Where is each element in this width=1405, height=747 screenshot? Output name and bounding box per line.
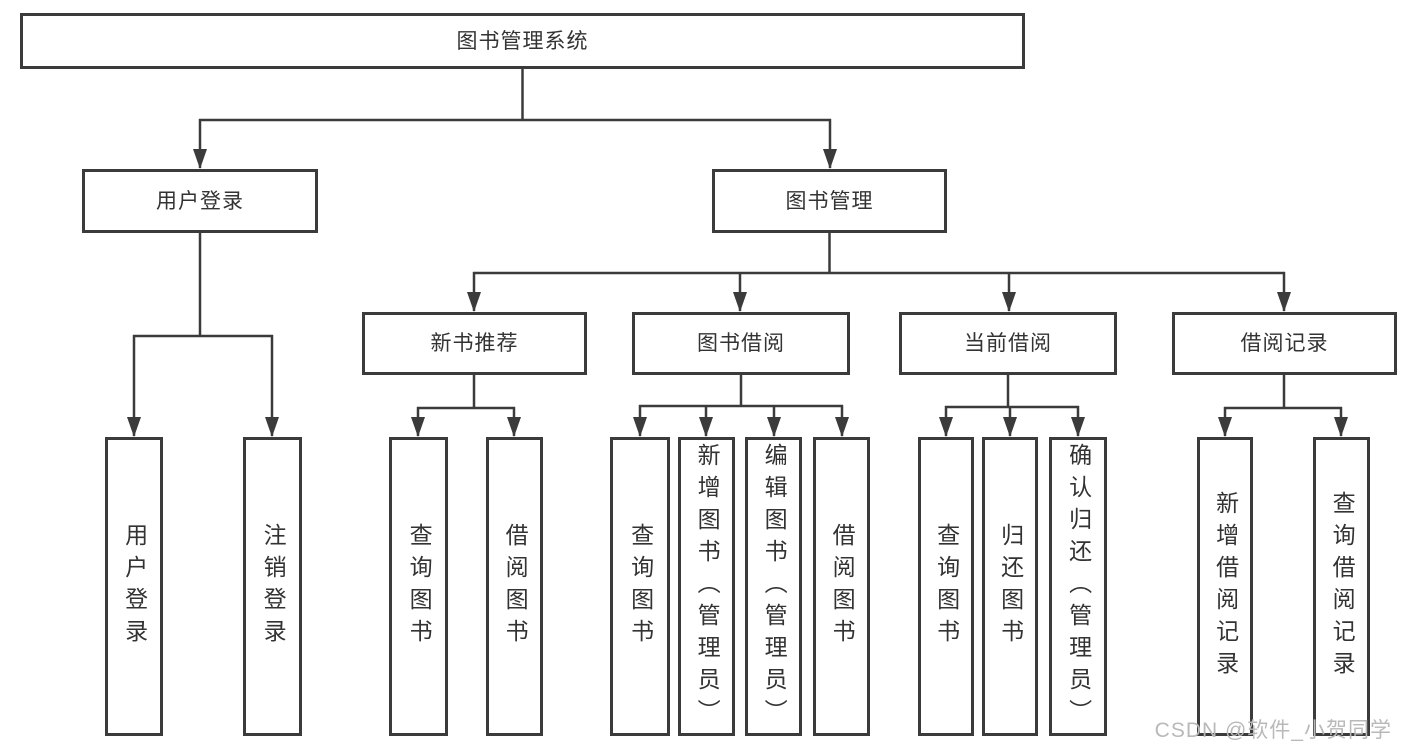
node-label: 图书管理 — [785, 189, 874, 213]
node-leaf-query-book-recommend: 查询图书 — [389, 437, 448, 736]
node-label: 用户登录 — [156, 189, 244, 213]
node-label: 图书管理系统 — [456, 29, 589, 53]
node-leaf-logout: 注销登录 — [243, 437, 302, 736]
node-label: 新书推荐 — [430, 332, 519, 355]
node-leaf-add-book-admin: 新增图书（管理员） — [678, 437, 735, 736]
node-library-management-system: 图书管理系统 — [20, 13, 1025, 69]
node-label: 借阅图书 — [502, 522, 529, 651]
node-leaf-return-book: 归还图书 — [982, 437, 1038, 736]
node-label: 借阅图书 — [829, 522, 856, 651]
node-label: 编辑图书（管理员） — [761, 442, 788, 731]
node-leaf-add-borrow-record: 新增借阅记录 — [1197, 437, 1253, 736]
node-leaf-edit-book-admin: 编辑图书（管理员） — [745, 437, 802, 736]
node-borrowing-records: 借阅记录 — [1172, 312, 1397, 375]
node-label: 归还图书 — [997, 522, 1024, 651]
node-user-login-branch: 用户登录 — [82, 169, 318, 233]
node-label: 查询图书 — [627, 522, 654, 651]
node-new-book-recommend: 新书推荐 — [362, 312, 587, 375]
node-label: 新增图书（管理员） — [694, 442, 721, 731]
node-label: 当前借阅 — [964, 332, 1052, 355]
node-label: 图书借阅 — [697, 332, 785, 355]
node-book-borrowing: 图书借阅 — [632, 312, 850, 375]
node-label: 确认归还（管理员） — [1065, 442, 1092, 731]
node-leaf-user-login: 用户登录 — [105, 437, 163, 736]
node-leaf-borrow-book-recommend: 借阅图书 — [486, 437, 543, 736]
node-leaf-confirm-return-admin: 确认归还（管理员） — [1049, 437, 1107, 736]
node-label: 借阅记录 — [1240, 332, 1329, 355]
node-current-borrowing: 当前借阅 — [899, 312, 1117, 375]
node-label: 查询图书 — [406, 522, 433, 651]
node-label: 用户登录 — [121, 522, 148, 651]
node-leaf-query-book-borrowing: 查询图书 — [610, 437, 670, 736]
node-label: 查询图书 — [933, 522, 960, 651]
node-leaf-borrow-book: 借阅图书 — [813, 437, 870, 736]
node-book-management-branch: 图书管理 — [712, 169, 947, 233]
node-leaf-query-book-current: 查询图书 — [918, 437, 974, 736]
node-label: 注销登录 — [260, 522, 287, 651]
node-label: 查询借阅记录 — [1329, 490, 1356, 683]
watermark: CSDN @软件_小贺同学 — [1154, 719, 1392, 742]
node-leaf-query-borrow-record: 查询借阅记录 — [1313, 437, 1370, 736]
node-label: 新增借阅记录 — [1212, 490, 1239, 683]
